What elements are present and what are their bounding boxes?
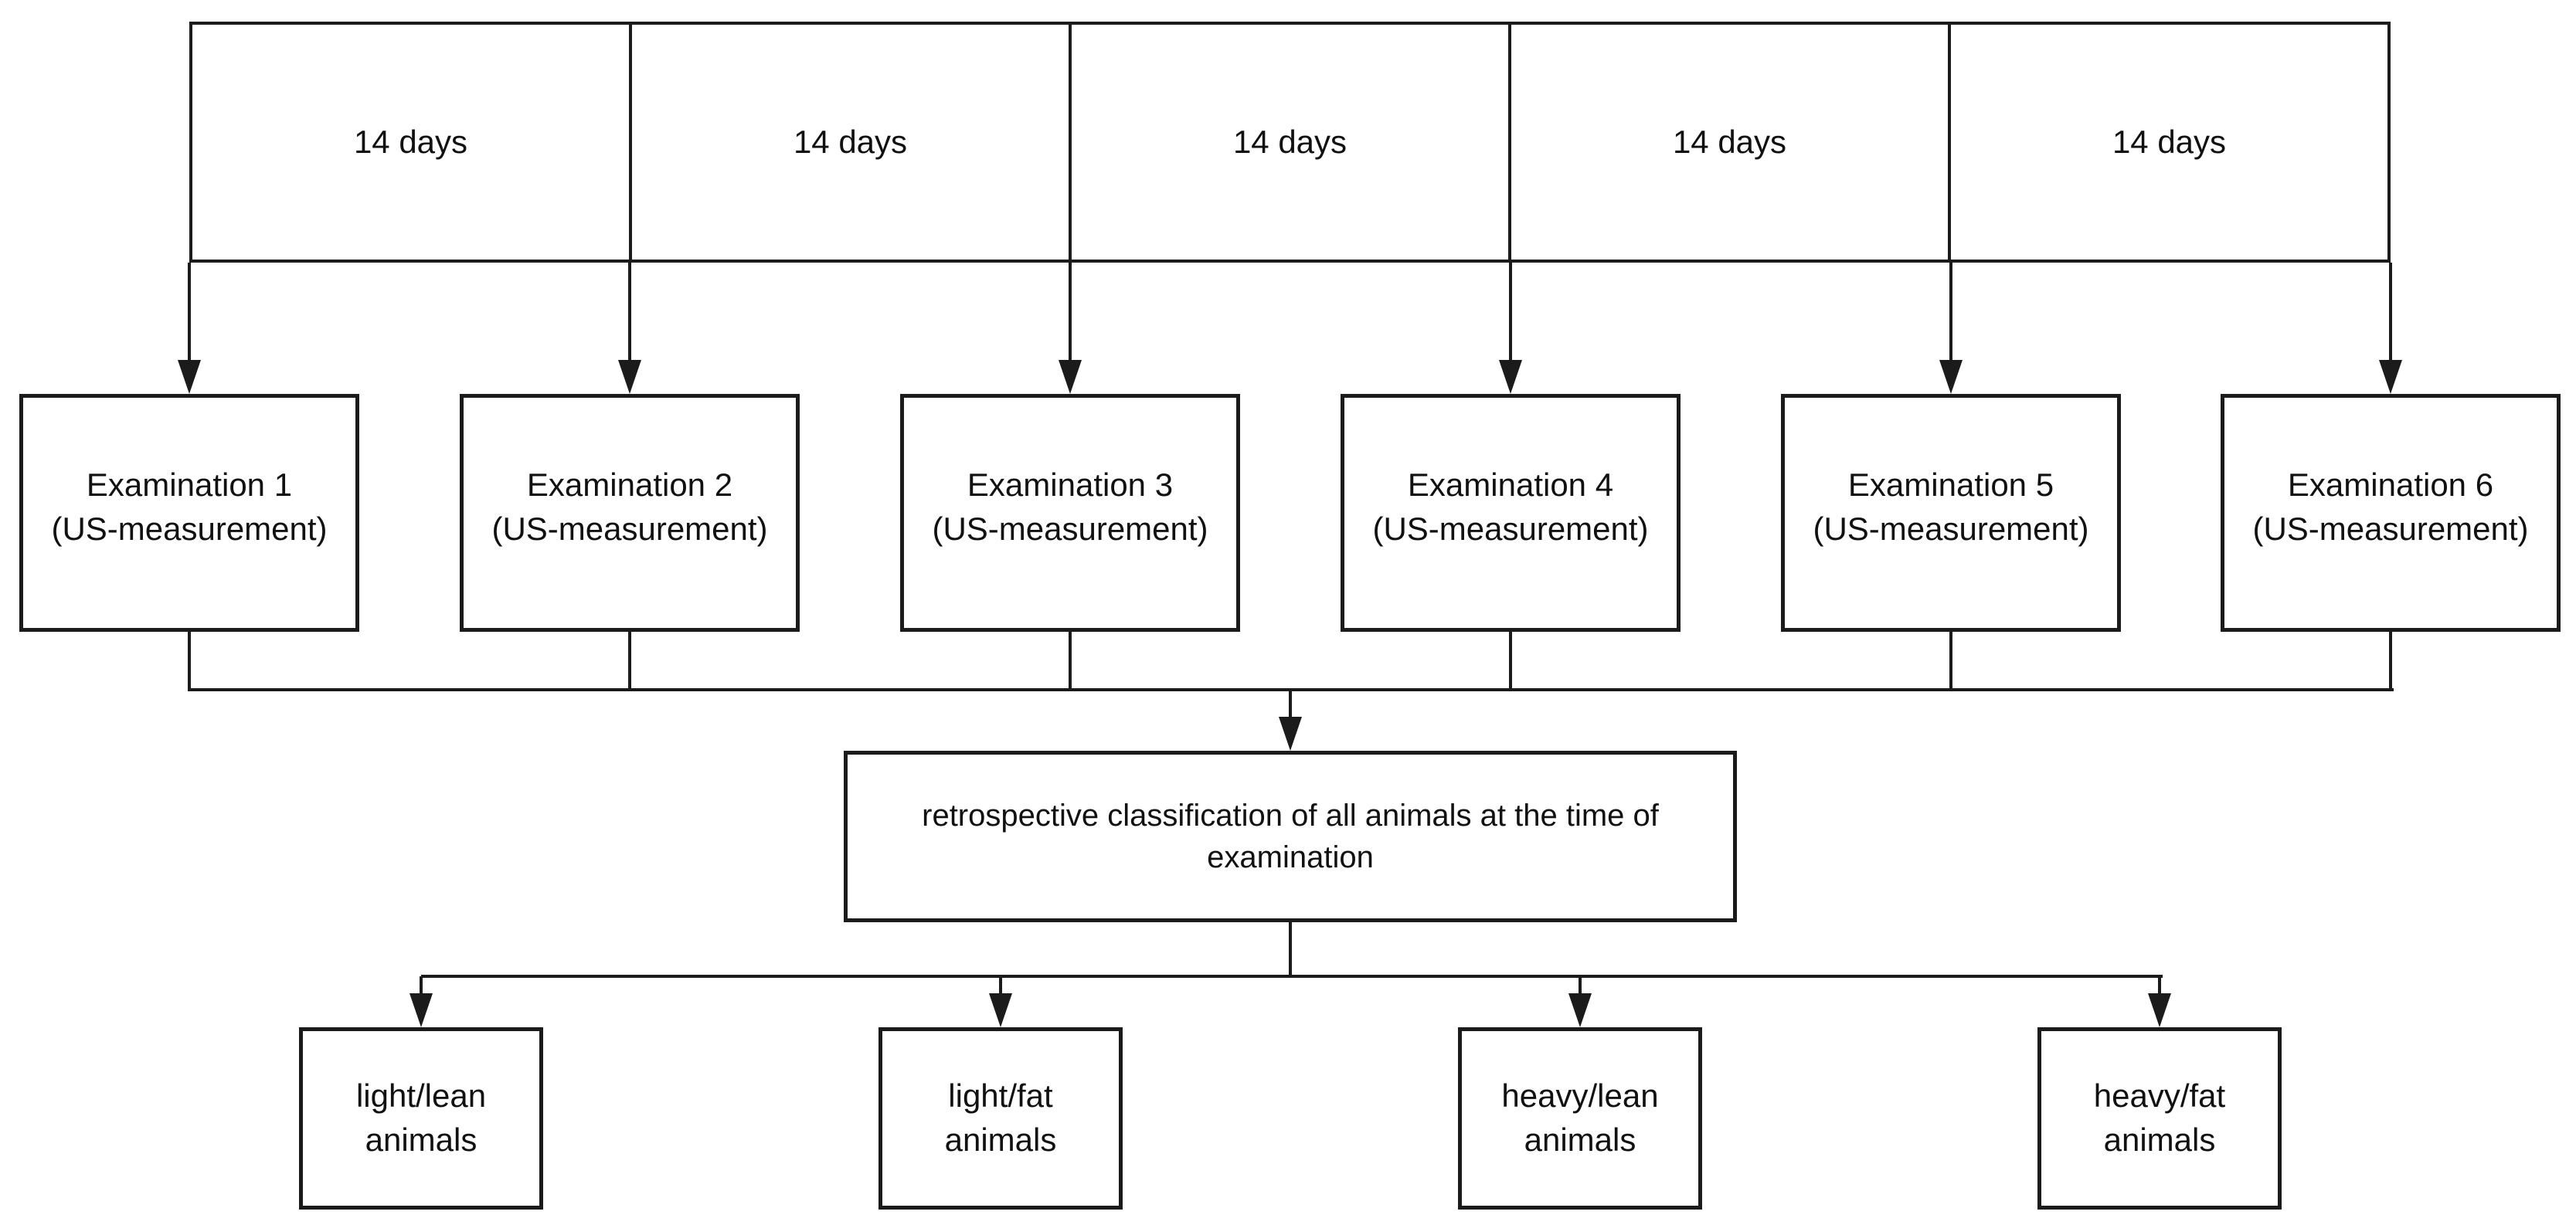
arrow-down-icon — [1499, 360, 1522, 394]
connector-line — [188, 263, 191, 361]
group-label: heavy/lean animals — [1501, 1077, 1659, 1158]
arrow-down-icon — [410, 993, 433, 1027]
connector-line — [2158, 976, 2161, 995]
arrow-down-icon — [1059, 360, 1082, 394]
arrow-down-icon — [1568, 993, 1592, 1027]
examination-box-1: Examination 1 (US-measurement) — [19, 394, 359, 632]
examination-box-2: Examination 2 (US-measurement) — [460, 394, 800, 632]
connector-stub — [188, 632, 191, 691]
connector-stub — [1949, 632, 1952, 691]
examination-box-6: Examination 6 (US-measurement) — [2221, 394, 2561, 632]
group-box-light-lean: light/lean animals — [299, 1027, 543, 1210]
segment-label-1: 14 days — [353, 124, 468, 160]
arrow-down-icon — [1939, 360, 1963, 394]
examination-box-3: Examination 3 (US-measurement) — [900, 394, 1240, 632]
examination-title: Examination 1 — [86, 467, 293, 504]
connector-line — [1289, 690, 1292, 719]
examination-subtitle: (US-measurement) — [1372, 511, 1649, 547]
connector-line — [1069, 263, 1072, 361]
arrow-down-icon — [2148, 993, 2171, 1027]
group-box-heavy-fat: heavy/fat animals — [2037, 1027, 2282, 1210]
examination-subtitle: (US-measurement) — [491, 511, 768, 547]
segment-label-2: 14 days — [793, 124, 908, 160]
connector-stub — [2389, 632, 2392, 691]
group-label: light/fat animals — [944, 1077, 1057, 1158]
segment-label-5: 14 days — [2112, 124, 2227, 160]
group-label: heavy/fat animals — [2093, 1077, 2226, 1158]
connector-line — [628, 263, 631, 361]
arrow-down-icon — [2379, 360, 2402, 394]
segment-label-4: 14 days — [1672, 124, 1787, 160]
arrow-down-icon — [989, 993, 1012, 1027]
segment-label-3: 14 days — [1232, 124, 1347, 160]
examination-box-4: Examination 4 (US-measurement) — [1341, 394, 1681, 632]
timeline-segment-1: 14 days — [192, 25, 632, 260]
arrow-down-icon — [178, 360, 201, 394]
examination-subtitle: (US-measurement) — [51, 511, 328, 547]
examination-box-5: Examination 5 (US-measurement) — [1781, 394, 2121, 632]
group-box-light-fat: light/fat animals — [878, 1027, 1123, 1210]
examination-title: Examination 4 — [1407, 467, 1614, 504]
branch-line — [421, 975, 2163, 978]
examination-title: Examination 3 — [967, 467, 1174, 504]
group-label: light/lean animals — [355, 1077, 487, 1158]
timeline-segment-2: 14 days — [632, 25, 1072, 260]
connector-stub — [1069, 632, 1072, 691]
connector-line — [420, 976, 423, 995]
examination-title: Examination 5 — [1847, 467, 2054, 504]
examination-subtitle: (US-measurement) — [932, 511, 1208, 547]
group-box-heavy-lean: heavy/lean animals — [1458, 1027, 1702, 1210]
connector-stub — [1509, 632, 1512, 691]
connector-stub — [628, 632, 631, 691]
connector-line — [2389, 263, 2392, 361]
classification-text: retrospective classification of all anim… — [922, 799, 1659, 874]
timeline-segment-5: 14 days — [1951, 25, 2387, 260]
connector-line — [1509, 263, 1512, 361]
examination-subtitle: (US-measurement) — [2252, 511, 2529, 547]
connector-line — [1579, 976, 1582, 995]
timeline-bracket: 14 days 14 days 14 days 14 days 14 days — [189, 22, 2391, 263]
examination-title: Examination 2 — [526, 467, 733, 504]
examination-subtitle: (US-measurement) — [1813, 511, 2089, 547]
examination-title: Examination 6 — [2287, 467, 2494, 504]
arrow-down-icon — [1279, 717, 1302, 751]
connector-line — [1949, 263, 1952, 361]
timeline-segment-4: 14 days — [1511, 25, 1951, 260]
connector-line — [1289, 922, 1292, 978]
timeline-segment-3: 14 days — [1072, 25, 1511, 260]
arrow-down-icon — [618, 360, 641, 394]
connector-line — [999, 976, 1002, 995]
classification-box: retrospective classification of all anim… — [844, 751, 1737, 922]
